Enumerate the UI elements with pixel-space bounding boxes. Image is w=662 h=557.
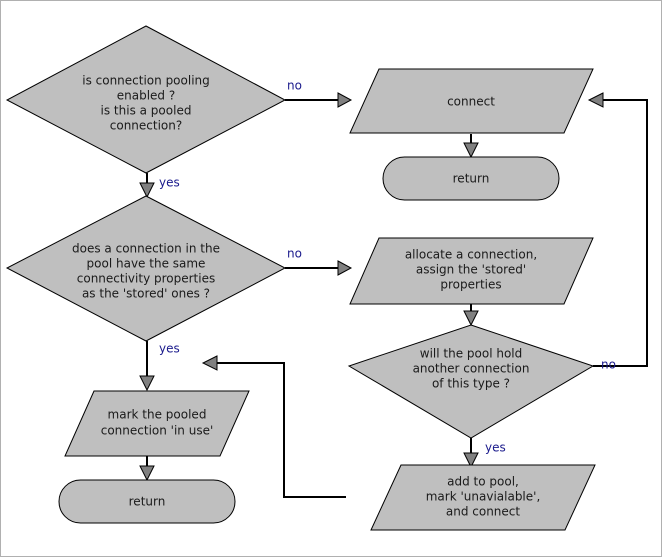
connector-allocate-to-pool-hold <box>463 304 479 327</box>
edge-label-pool-hold-no: no <box>601 358 616 372</box>
edge-label-pooling-no: no <box>287 79 302 93</box>
connector-same-props-no <box>285 260 353 276</box>
connector-pooling-no <box>285 92 353 108</box>
decision-same-properties-line-2: pool have the same <box>87 257 206 271</box>
connector-pooling-yes <box>139 173 155 199</box>
decision-pool-hold-line-2: another connection <box>413 362 530 376</box>
edge-label-pooling-yes: yes <box>159 176 180 190</box>
node-terminator-return-top[interactable]: return <box>382 156 560 201</box>
node-process-mark-in-use[interactable]: mark the pooled connection 'in use' <box>64 390 250 457</box>
decision-pooling-enabled-line-2: enabled ? <box>117 89 175 103</box>
process-allocate-line-2: assign the 'stored' <box>416 263 526 277</box>
connector-same-props-yes <box>139 341 155 392</box>
node-process-add-to-pool[interactable]: add to pool, mark 'unavialable', and con… <box>370 464 596 531</box>
decision-same-properties-line-4: as the 'stored' ones ? <box>82 287 210 301</box>
decision-same-properties-line-1: does a connection in the <box>72 242 220 256</box>
process-mark-in-use-line-2: connection 'in use' <box>101 424 214 438</box>
node-process-allocate[interactable]: allocate a connection, assign the 'store… <box>349 237 594 305</box>
node-decision-pooling-enabled[interactable]: is connection pooling enabled ? is this … <box>5 25 287 174</box>
node-decision-pool-hold[interactable]: will the pool hold another connection of… <box>347 324 595 439</box>
connector-pool-hold-yes <box>463 438 479 469</box>
decision-pooling-enabled-line-3: is this a pooled <box>101 104 192 118</box>
edge-label-pool-hold-yes: yes <box>485 441 506 455</box>
terminator-return-top-line-1: return <box>453 172 490 186</box>
process-connect-line-1: connect <box>447 95 495 109</box>
edge-label-same-props-yes: yes <box>159 342 180 356</box>
connector-add-to-pool-return <box>201 355 346 498</box>
process-add-to-pool-line-1: add to pool, <box>447 475 519 489</box>
process-allocate-line-1: allocate a connection, <box>405 248 537 262</box>
process-add-to-pool-line-2: mark 'unavialable', <box>426 490 541 504</box>
terminator-return-bottom-line-1: return <box>129 495 166 509</box>
decision-pool-hold-line-3: of this type ? <box>432 377 510 391</box>
node-decision-same-properties[interactable]: does a connection in the pool have the s… <box>5 195 287 342</box>
connector-pool-hold-no-loopback <box>587 92 648 367</box>
decision-pooling-enabled-line-4: connection? <box>110 119 183 133</box>
decision-same-properties-line-3: connectivity properties <box>77 272 215 286</box>
edge-label-same-props-no: no <box>287 247 302 261</box>
process-mark-in-use-line-1: mark the pooled <box>108 408 207 422</box>
connector-mark-to-return <box>139 456 155 482</box>
connector-connect-to-return <box>463 134 479 159</box>
process-allocate-line-3: properties <box>440 278 501 292</box>
decision-pool-hold-line-1: will the pool hold <box>420 347 523 361</box>
node-process-connect[interactable]: connect <box>349 68 594 134</box>
decision-pooling-enabled-line-1: is connection pooling <box>82 74 210 88</box>
node-terminator-return-bottom[interactable]: return <box>58 479 236 524</box>
process-add-to-pool-line-3: and connect <box>446 505 521 519</box>
